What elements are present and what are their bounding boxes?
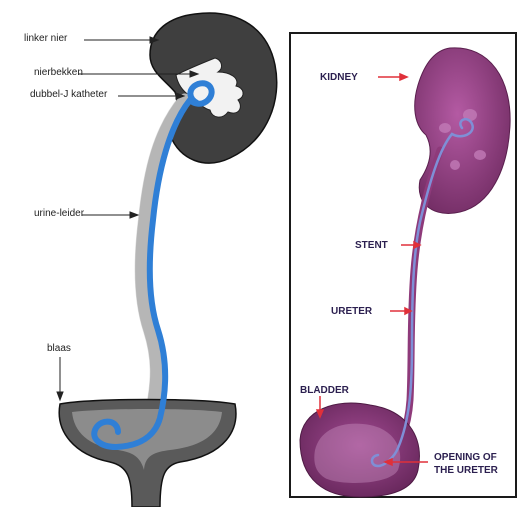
label-bladder-en: BLADDER bbox=[300, 384, 349, 397]
label-ureter-en: URETER bbox=[331, 305, 372, 318]
label-ureter-opening-line2: THE URETER bbox=[434, 464, 498, 477]
label-stent-en: STENT bbox=[355, 239, 388, 252]
label-kidney-en: KIDNEY bbox=[320, 71, 358, 84]
label-ureter-opening-line1: OPENING OF bbox=[434, 451, 498, 464]
label-ureter-opening-en: OPENING OF THE URETER bbox=[434, 451, 498, 477]
